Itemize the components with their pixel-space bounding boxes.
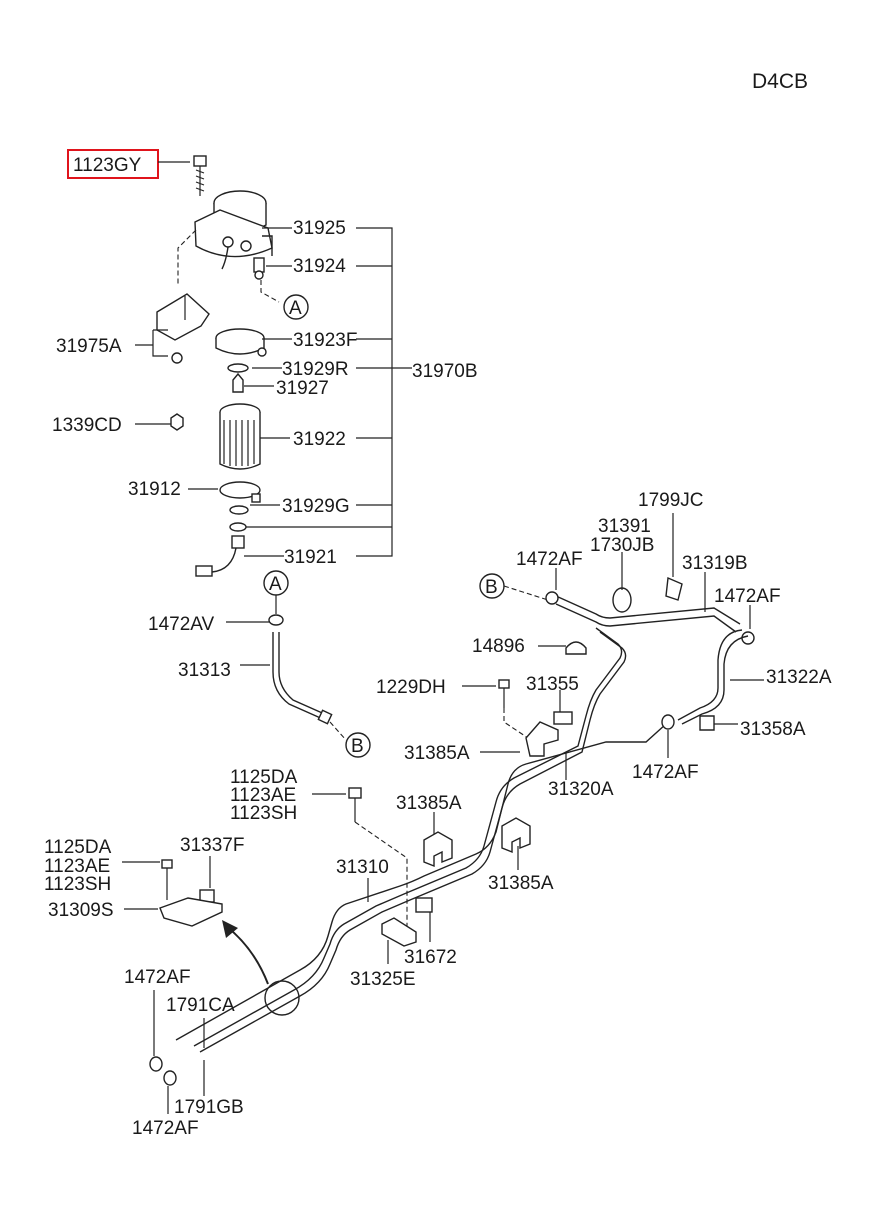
highlighted-part-label[interactable]: 1123GY	[73, 155, 142, 176]
label-31927: 31927	[276, 378, 329, 399]
marker-a-mid: A	[263, 570, 289, 596]
marker-a-top: A	[283, 294, 309, 320]
label-1339cd: 1339CD	[52, 415, 122, 436]
label-1791gb: 1791GB	[174, 1097, 244, 1118]
filter-bracket[interactable]	[156, 293, 210, 364]
fuel-filter-element[interactable]	[219, 403, 261, 470]
label-1123sh-b: 1123SH	[44, 874, 111, 895]
water-sensor[interactable]	[195, 535, 245, 577]
label-1791ca: 1791CA	[166, 995, 235, 1016]
label-1123sh-a: 1123SH	[230, 803, 297, 824]
label-31922: 31922	[293, 429, 346, 450]
label-31337f: 31337F	[180, 835, 244, 856]
hose-clip-mid[interactable]	[661, 714, 675, 730]
label-1125da-b: 1125DA	[44, 837, 112, 858]
label-31391: 31391	[598, 516, 651, 537]
label-31358a: 31358A	[740, 719, 806, 740]
label-31925: 31925	[293, 218, 346, 239]
label-31309s: 31309S	[48, 900, 114, 921]
svg-text:A: A	[289, 298, 302, 319]
label-31975a: 31975A	[56, 336, 122, 357]
bracket-31385a-right[interactable]	[501, 817, 531, 854]
label-31385a-a: 31385A	[404, 743, 470, 764]
nut-1339cd[interactable]	[170, 413, 184, 431]
bracket-31385a-mid[interactable]	[423, 831, 453, 868]
hose-clip-upper-left[interactable]	[545, 591, 559, 605]
label-1472af-c: 1472AF	[632, 762, 699, 783]
label-31970b: 31970B	[412, 361, 478, 382]
label-31929g: 31929G	[282, 496, 350, 517]
bracket-31309s[interactable]	[159, 897, 223, 927]
clip-14896[interactable]	[565, 641, 587, 655]
detail-circle	[264, 980, 300, 1016]
connector-31358a[interactable]	[699, 715, 715, 731]
filter-cover[interactable]	[215, 328, 267, 357]
detail-arrow	[225, 925, 269, 985]
label-31319b: 31319B	[682, 553, 748, 574]
hose-clip-upper-right[interactable]	[741, 631, 755, 645]
hose-clamp-31391[interactable]	[612, 587, 632, 613]
fuel-hose-31313[interactable]	[272, 632, 333, 725]
filter-clamp[interactable]	[219, 481, 261, 503]
fuel-line-main[interactable]	[175, 627, 667, 1053]
highlight-box[interactable]	[67, 149, 159, 179]
label-31320a: 31320A	[548, 779, 614, 800]
clip-31672[interactable]	[415, 897, 433, 913]
model-code: D4CB	[752, 70, 808, 93]
label-1125da-a: 1125DA	[230, 767, 298, 788]
label-31672: 31672	[404, 947, 457, 968]
label-31929r: 31929R	[282, 359, 349, 380]
filter-plug[interactable]	[232, 372, 244, 393]
marker-b-right: B	[479, 573, 505, 599]
label-14896: 14896	[472, 636, 525, 657]
marker-b-low: B	[345, 732, 371, 758]
bolt-1229dh[interactable]	[498, 679, 510, 708]
fuel-return-hose-31319b[interactable]	[555, 595, 741, 633]
label-31313: 31313	[178, 660, 231, 681]
label-1472af-d: 1472AF	[124, 967, 191, 988]
label-31924: 31924	[293, 256, 346, 277]
bracket-31325e[interactable]	[381, 917, 417, 947]
label-1799jc: 1799JC	[638, 490, 704, 511]
label-1730jb: 1730JB	[590, 535, 654, 556]
label-31355: 31355	[526, 674, 579, 695]
arrow-head	[222, 920, 238, 938]
label-1472af-b: 1472AF	[714, 586, 781, 607]
label-1472af-a: 1472AF	[516, 549, 583, 570]
label-1472af-e: 1472AF	[132, 1118, 199, 1139]
label-31325e: 31325E	[350, 969, 416, 990]
label-31385a-c: 31385A	[488, 873, 554, 894]
svg-text:B: B	[485, 577, 498, 598]
fuel-filter-head[interactable]	[194, 190, 273, 270]
label-31322a: 31322A	[766, 667, 832, 688]
bolt-1125da-center[interactable]	[348, 787, 362, 822]
label-1123ae-b: 1123AE	[44, 856, 110, 877]
svg-text:B: B	[351, 736, 364, 757]
clip-31355[interactable]	[553, 711, 573, 725]
svg-text:A: A	[269, 574, 282, 595]
bolt-1125da-left[interactable]	[161, 859, 173, 900]
bolt-1123gy[interactable]	[193, 155, 207, 196]
bracket-31385a-upper[interactable]	[525, 721, 559, 757]
hose-clip-lower-left[interactable]	[149, 1056, 177, 1086]
label-31921: 31921	[284, 547, 337, 568]
label-31912: 31912	[128, 479, 181, 500]
label-31385a-b: 31385A	[396, 793, 462, 814]
label-31923f: 31923F	[293, 330, 357, 351]
hose-clip-1472av[interactable]	[268, 614, 284, 626]
o-ring-sensor[interactable]	[229, 522, 247, 532]
label-1123ae-a: 1123AE	[230, 785, 296, 806]
label-1229dh: 1229DH	[376, 677, 446, 698]
label-31310: 31310	[336, 857, 389, 878]
o-ring-upper[interactable]	[227, 363, 249, 373]
o-ring-lower[interactable]	[229, 505, 249, 515]
air-vent-plug[interactable]	[253, 257, 265, 280]
clip-1799jc[interactable]	[665, 576, 683, 601]
label-1472av: 1472AV	[148, 614, 215, 635]
fuel-hose-31322a[interactable]	[677, 629, 749, 725]
